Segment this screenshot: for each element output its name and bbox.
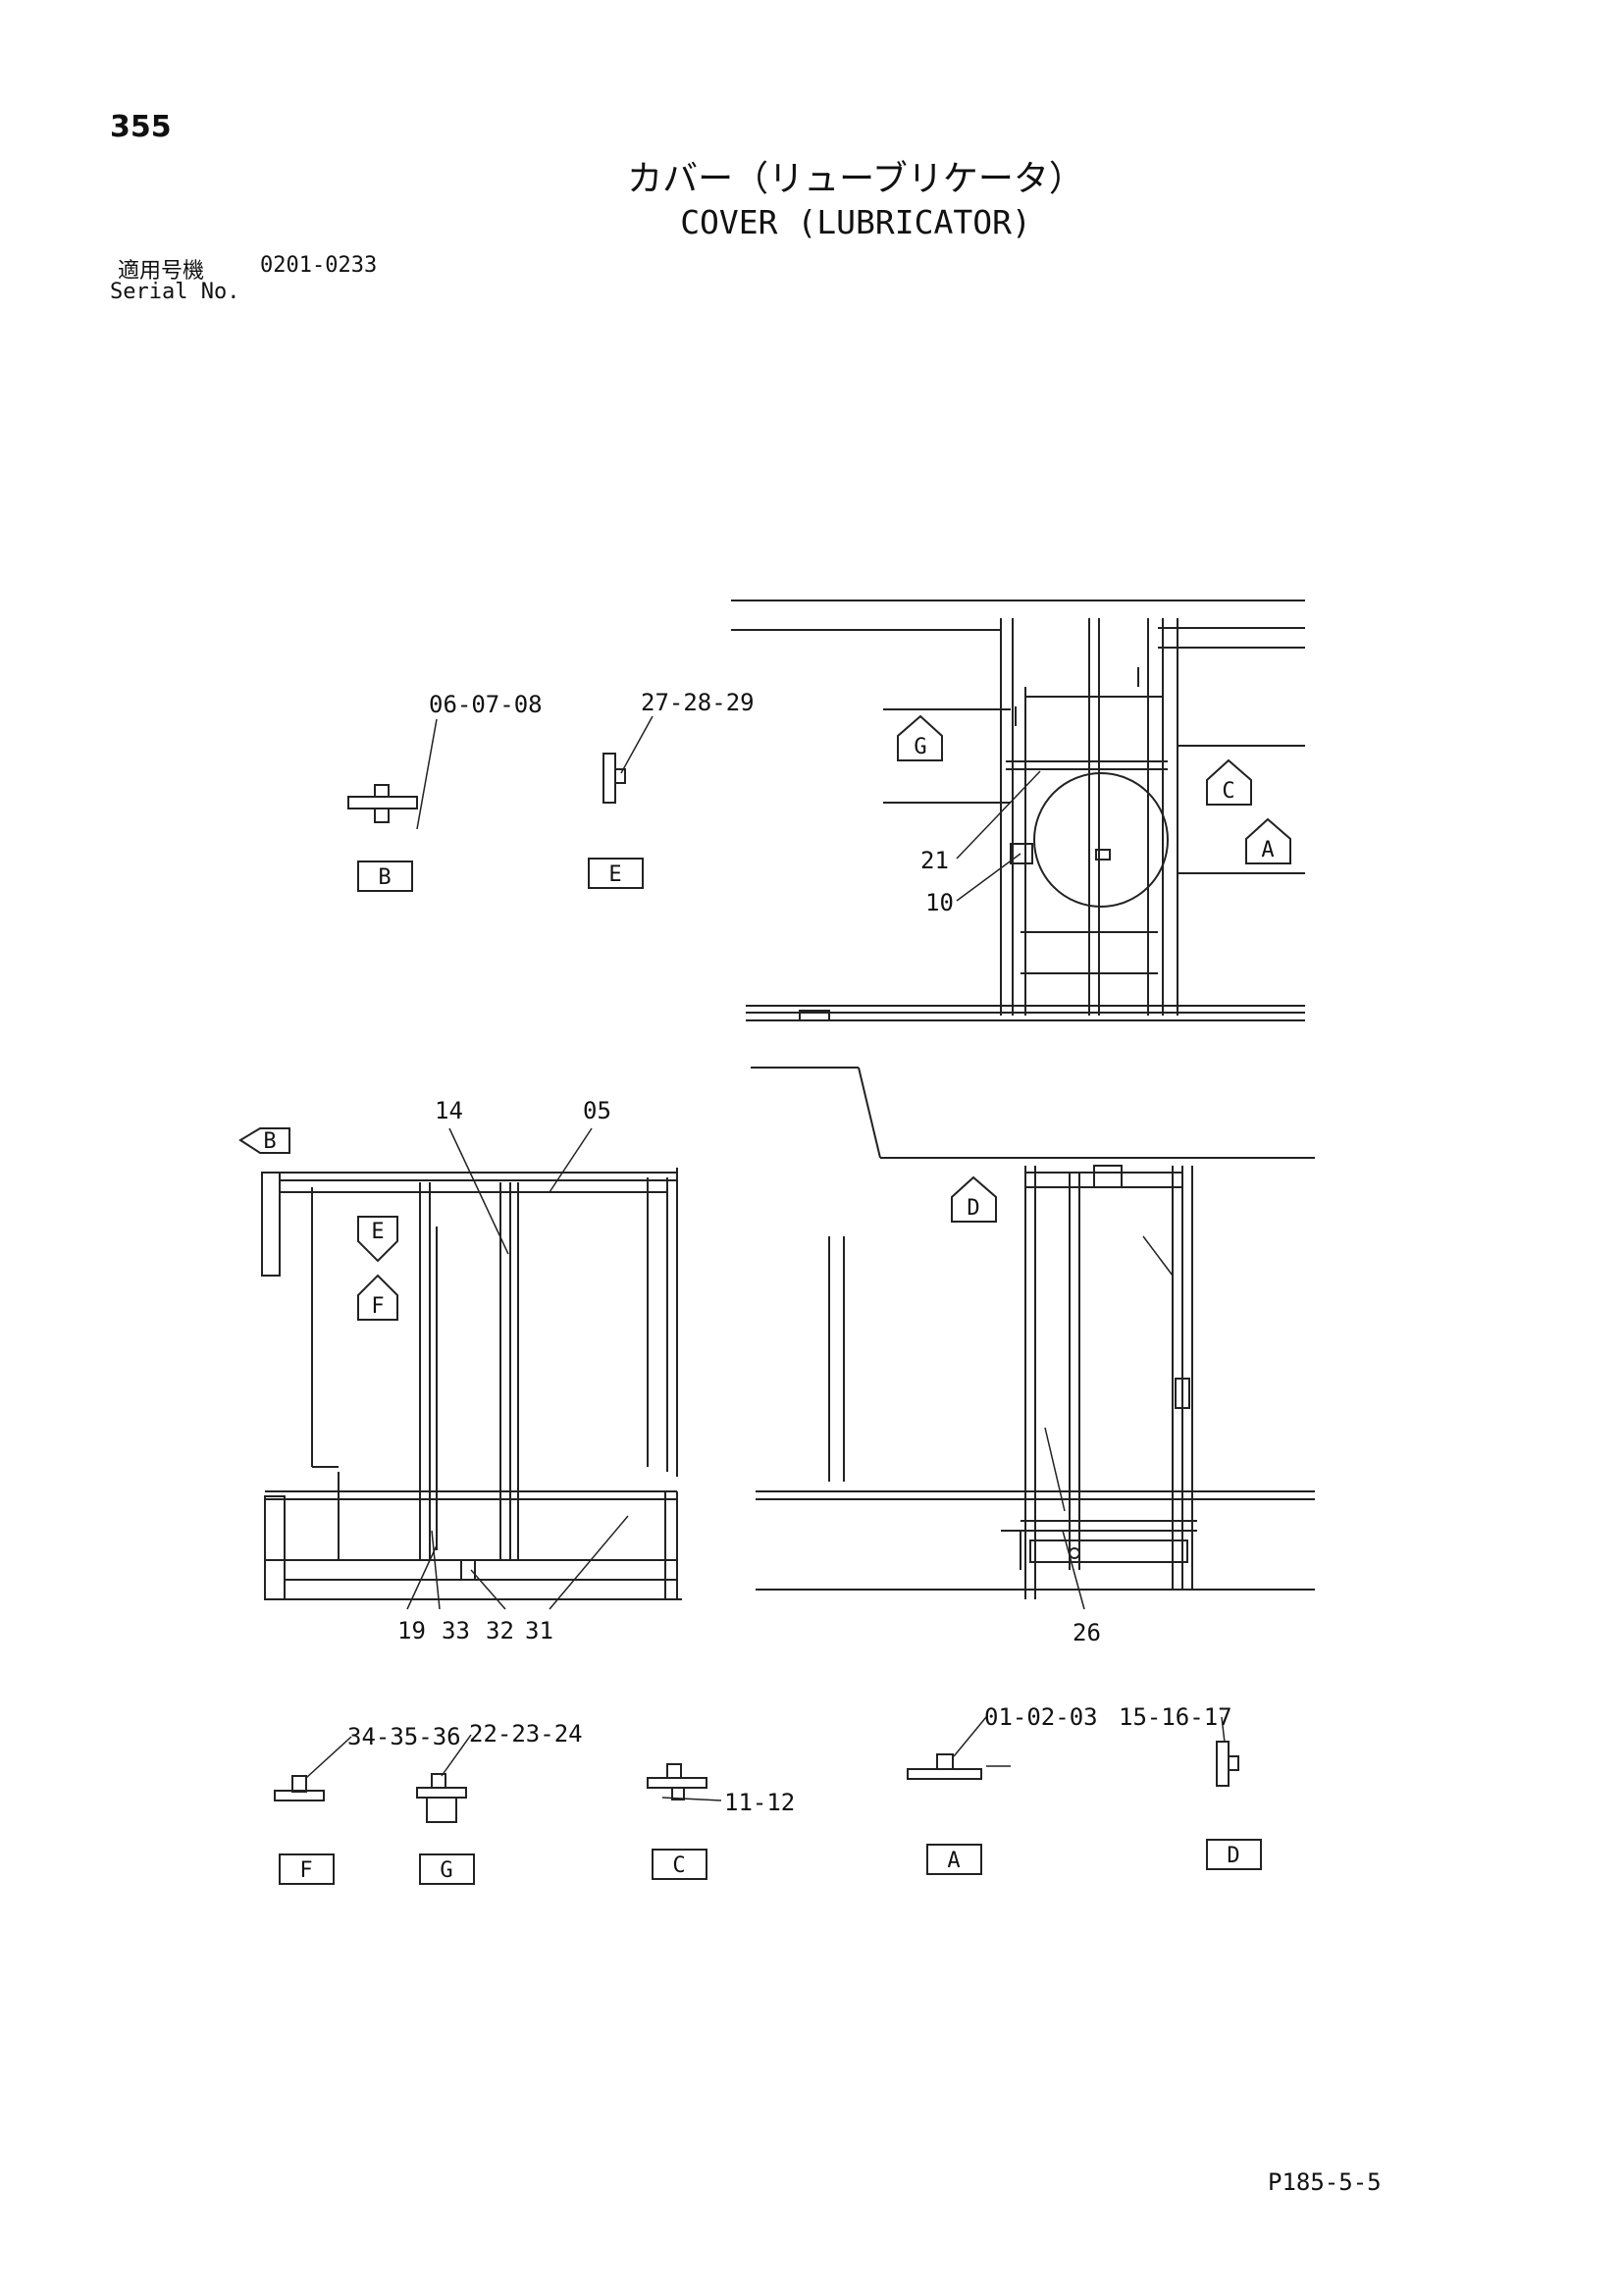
view-arrow-letter-c: C — [1222, 779, 1234, 804]
callout-10: 10 — [925, 889, 954, 916]
callout-26: 26 — [1073, 1619, 1101, 1646]
callout-34-35-36: 34-35-36 — [347, 1723, 461, 1750]
view-box-letter-d: D — [1227, 1844, 1239, 1868]
serial-value: 0201-0233 — [260, 253, 378, 278]
callout-15-16-17: 15-16-17 — [1119, 1703, 1232, 1731]
footer-page-code: P185-5-5 — [1268, 2168, 1382, 2196]
view-arrow-letter-d: D — [967, 1196, 979, 1221]
view-arrow-letter-g: G — [914, 735, 926, 759]
page-number: 355 — [110, 110, 172, 144]
view-arrow-f — [357, 1274, 398, 1321]
view-box-letter-e: E — [608, 862, 621, 887]
view-arrow-d — [951, 1175, 997, 1223]
callout-33: 33 — [442, 1617, 470, 1644]
callout-11-12: 11-12 — [724, 1789, 795, 1816]
callout-27-28-29: 27-28-29 — [641, 689, 755, 716]
view-arrow-b — [238, 1127, 290, 1154]
leader-lines — [305, 715, 1226, 1801]
view-label-boxes — [279, 858, 1262, 1885]
page-title-japanese: カバー（リューブリケータ） — [627, 159, 1084, 199]
view-box-letter-a: A — [947, 1849, 960, 1873]
view-arrow-letter-e: E — [371, 1220, 384, 1244]
view-box-letter-c: C — [672, 1853, 685, 1878]
detail-glyphs — [274, 753, 1239, 1823]
serial-label-japanese: 適用号機 — [118, 259, 205, 284]
callout-22-23-24: 22-23-24 — [469, 1720, 583, 1748]
callout-31: 31 — [525, 1617, 553, 1644]
callout-01-02-03: 01-02-03 — [984, 1703, 1098, 1731]
right-assembly-view — [751, 1067, 1315, 1599]
callout-32: 32 — [486, 1617, 514, 1644]
view-arrows — [238, 714, 1291, 1321]
view-box-letter-g: G — [440, 1858, 452, 1883]
view-arrow-letter-f: F — [371, 1294, 384, 1319]
view-arrow-a — [1245, 817, 1291, 864]
callout-19: 19 — [397, 1617, 426, 1644]
callout-14: 14 — [435, 1097, 463, 1124]
page-title-english: COVER (LUBRICATOR) — [680, 203, 1031, 241]
callout-05: 05 — [583, 1097, 611, 1124]
view-arrow-e — [357, 1216, 398, 1263]
view-arrow-letter-a: A — [1261, 838, 1274, 862]
callout-21: 21 — [920, 847, 949, 874]
view-arrow-c — [1206, 758, 1252, 806]
left-assembly-view — [261, 1168, 682, 1600]
view-arrow-g — [897, 714, 943, 761]
view-arrow-letter-b: B — [263, 1129, 276, 1154]
callout-06-07-08: 06-07-08 — [429, 691, 543, 718]
view-box-letter-b: B — [378, 865, 391, 890]
top-right-assembly-view — [731, 600, 1305, 1021]
serial-label-english: Serial No. — [110, 280, 240, 304]
view-box-letter-f: F — [299, 1858, 312, 1883]
